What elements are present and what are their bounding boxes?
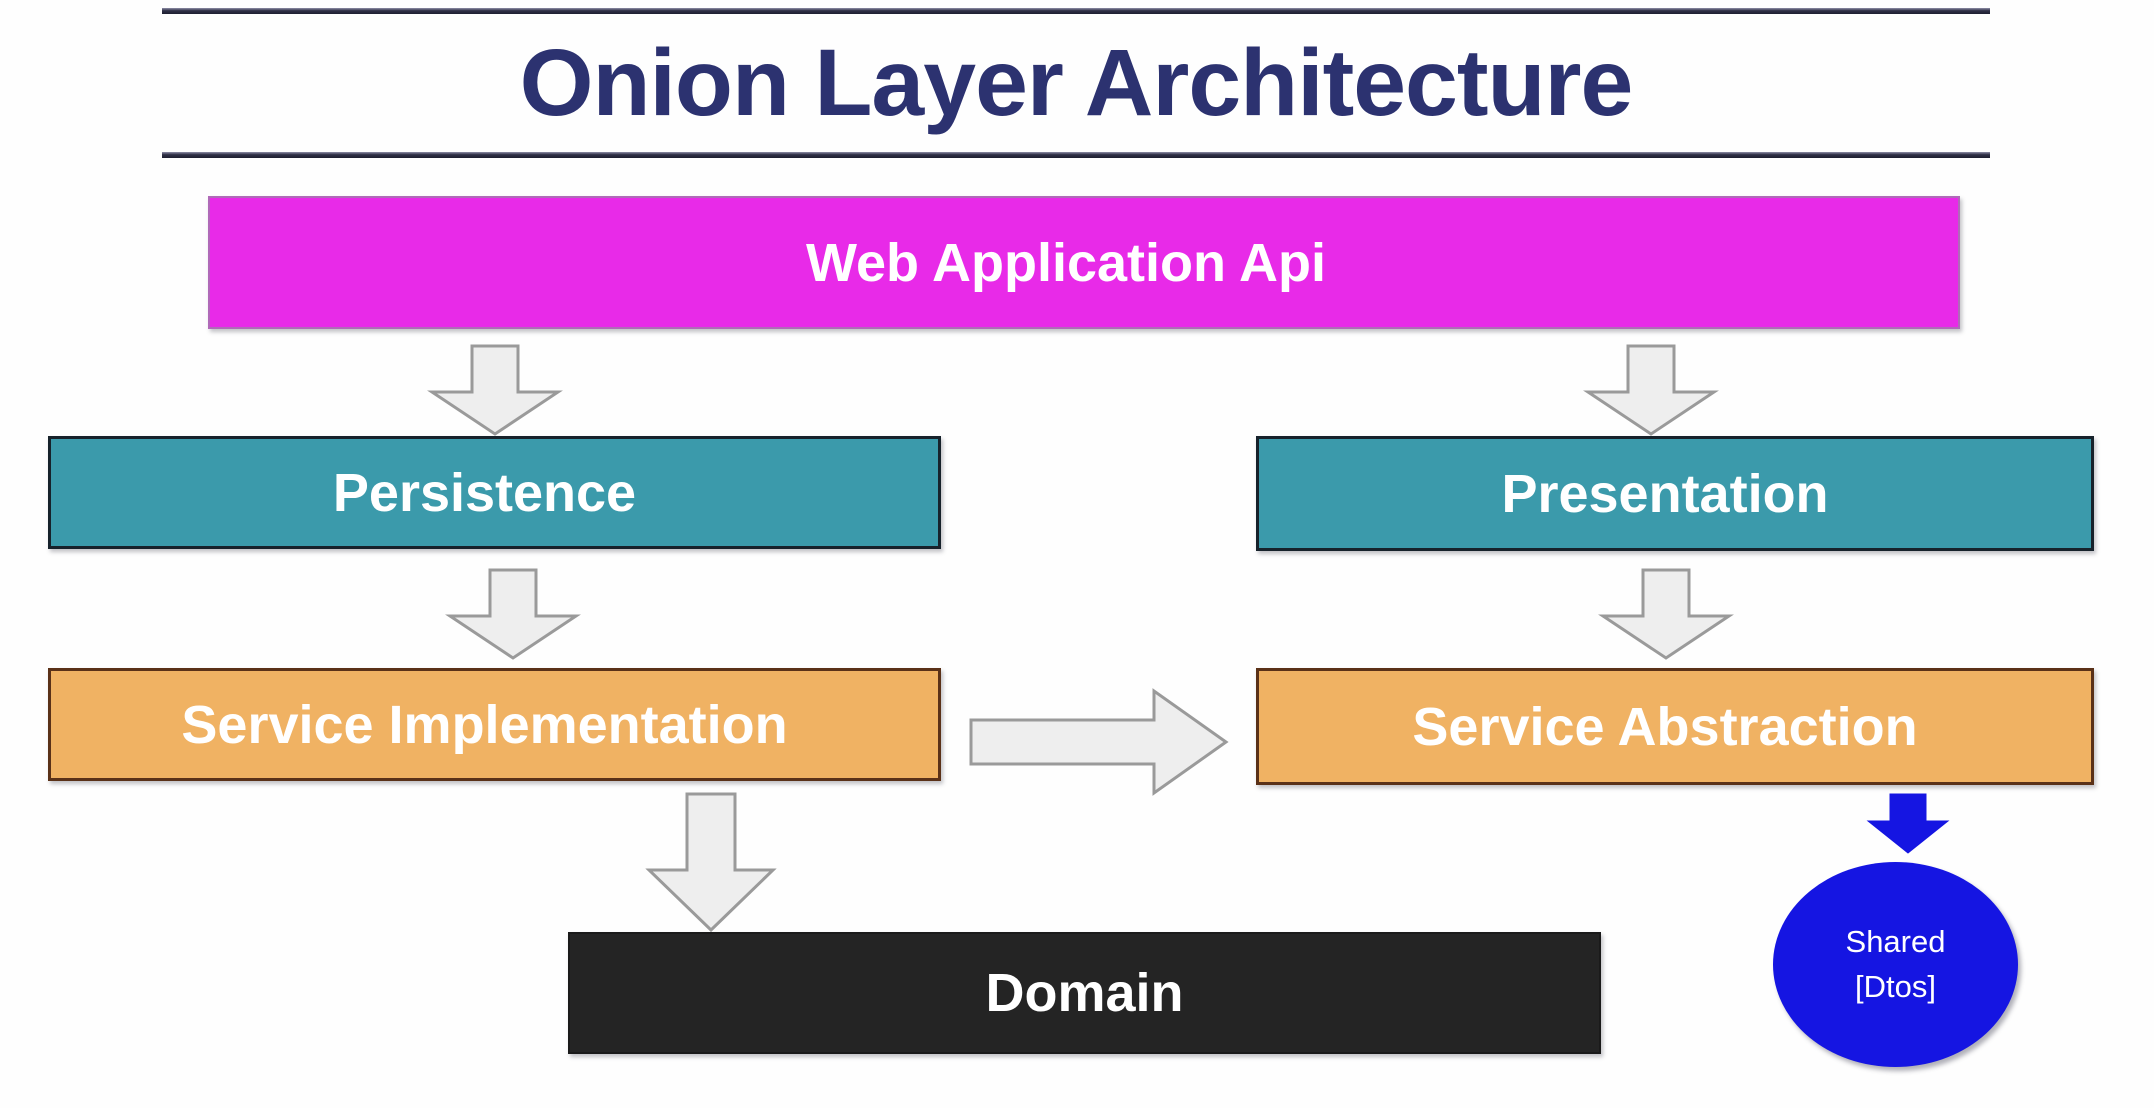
layer-label-presentation: Presentation	[1501, 463, 1829, 524]
title-rule-top	[162, 8, 1990, 14]
layer-label-web-application-api: Web Application Api	[806, 232, 1326, 293]
arrow-presentation-to-service-abstraction-icon	[1598, 568, 1734, 660]
layer-box-domain[interactable]: Domain	[568, 932, 1601, 1054]
arrow-service-abstraction-to-shared-icon	[1866, 793, 1950, 854]
layer-label-service-implementation: Service Implementation	[181, 694, 788, 755]
layer-label-service-abstraction: Service Abstraction	[1412, 696, 1918, 757]
arrow-persistence-to-service-implementation-icon	[445, 568, 581, 660]
layer-box-web-application-api[interactable]: Web Application Api	[208, 196, 1960, 329]
layer-label-domain: Domain	[985, 963, 1184, 1023]
title-rule-bottom	[162, 152, 1990, 158]
page-title: Onion Layer Architecture	[519, 30, 1634, 136]
arrow-web-api-to-presentation-icon	[1583, 344, 1719, 436]
layer-box-service-abstraction[interactable]: Service Abstraction	[1256, 668, 2094, 785]
layer-label-persistence: Persistence	[332, 462, 637, 523]
layer-box-persistence[interactable]: Persistence	[48, 436, 941, 549]
layer-box-service-implementation[interactable]: Service Implementation	[48, 668, 941, 781]
arrow-service-implementation-to-service-abstraction-icon	[969, 688, 1229, 796]
layer-box-presentation[interactable]: Presentation	[1256, 436, 2094, 551]
shared-dtos-ellipse[interactable]: Shared [Dtos]	[1773, 862, 2018, 1067]
arrow-web-api-to-persistence-icon	[427, 344, 563, 436]
shared-label-line1: Shared	[1845, 923, 1946, 959]
shared-label-line2: [Dtos]	[1855, 968, 1936, 1004]
arrow-service-implementation-to-domain-icon	[645, 792, 777, 933]
